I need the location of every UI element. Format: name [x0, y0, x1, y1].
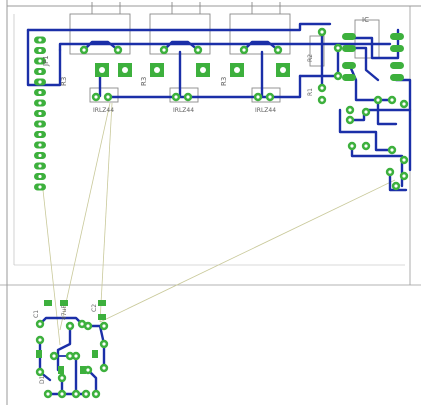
via-pad[interactable] [35, 335, 45, 345]
via-pad[interactable] [317, 27, 327, 37]
via-pad[interactable] [71, 351, 81, 361]
connector-pin[interactable] [34, 68, 46, 75]
via-pad[interactable] [391, 181, 401, 191]
via-pad[interactable] [361, 107, 371, 117]
via-pad[interactable] [361, 141, 371, 151]
via-pad[interactable] [253, 92, 263, 102]
via-pad[interactable] [49, 351, 59, 361]
via-pad[interactable] [99, 339, 109, 349]
via-pad[interactable] [35, 319, 45, 329]
via-pad[interactable] [373, 95, 383, 105]
via-pad[interactable] [399, 171, 409, 181]
connector-pin[interactable] [34, 99, 46, 107]
via-pad[interactable] [387, 145, 397, 155]
connector-pin[interactable] [34, 131, 46, 138]
via-pad[interactable] [57, 389, 67, 399]
connector-pin[interactable] [34, 183, 46, 191]
label-r3-mid: R3 [140, 77, 148, 86]
label-jp1: JP1 [42, 55, 50, 67]
connector-pin[interactable] [34, 89, 46, 96]
label-d1: D1 [39, 375, 46, 384]
connector-pin[interactable] [34, 173, 46, 180]
via-pad[interactable] [239, 45, 249, 55]
connector-pin[interactable] [34, 141, 46, 149]
label-r3-right: R3 [220, 77, 228, 86]
label-r2: R2 [307, 54, 314, 62]
ic-pads[interactable] [342, 33, 404, 81]
via-pad[interactable] [333, 71, 343, 81]
via-pad[interactable] [265, 92, 275, 102]
via-pad[interactable] [79, 45, 89, 55]
via-pad[interactable] [183, 92, 193, 102]
connector-jp1[interactable] [34, 36, 46, 191]
via-pad[interactable] [317, 83, 327, 93]
smd-pads[interactable] [36, 300, 106, 374]
via-pad[interactable] [71, 389, 81, 399]
via-pad[interactable] [35, 367, 45, 377]
label-r1: R1 [307, 88, 314, 96]
via-pad[interactable] [91, 389, 101, 399]
silkscreen-labels: IC JP1 R3 R3 R3 IRLZ44 IRLZ44 IRLZ44 R1 … [33, 16, 369, 384]
via-pad[interactable] [333, 43, 343, 53]
connector-pin[interactable] [34, 120, 46, 128]
via-pad[interactable] [399, 99, 409, 109]
label-ic: IC [362, 16, 369, 24]
connector-pin[interactable] [34, 162, 46, 170]
via-pad[interactable] [345, 105, 355, 115]
connector-pin[interactable] [34, 36, 46, 44]
traces-main [26, 22, 412, 192]
label-c1: C1 [33, 310, 40, 318]
via-pad[interactable] [57, 373, 67, 383]
label-q2: IRLZ44 [173, 107, 194, 114]
connector-pin[interactable] [34, 78, 46, 86]
via-pad[interactable] [99, 363, 109, 373]
connector-pin[interactable] [34, 110, 46, 117]
round-pads[interactable] [35, 27, 409, 399]
label-r3-left: R3 [60, 77, 68, 86]
label-cap-47uf: 47uF [61, 305, 68, 320]
label-q1: IRLZ44 [93, 107, 114, 114]
via-pad[interactable] [193, 45, 203, 55]
via-pad[interactable] [83, 321, 93, 331]
connector-pin[interactable] [34, 57, 46, 65]
via-pad[interactable] [43, 389, 53, 399]
via-pad[interactable] [65, 321, 75, 331]
connector-pin[interactable] [34, 47, 46, 54]
label-c2: C2 [91, 304, 98, 312]
mosfet-pads[interactable] [95, 63, 290, 77]
via-pad[interactable] [399, 155, 409, 165]
via-pad[interactable] [91, 92, 101, 102]
via-pad[interactable] [273, 45, 283, 55]
connector-pin[interactable] [34, 152, 46, 159]
via-pad[interactable] [171, 92, 181, 102]
via-pad[interactable] [317, 95, 327, 105]
airwires [42, 102, 396, 346]
via-pad[interactable] [113, 45, 123, 55]
via-pad[interactable] [103, 92, 113, 102]
via-pad[interactable] [385, 167, 395, 177]
via-pad[interactable] [347, 141, 357, 151]
via-pad[interactable] [387, 95, 397, 105]
label-q3: IRLZ44 [255, 107, 276, 114]
via-pad[interactable] [81, 389, 91, 399]
via-pad[interactable] [345, 115, 355, 125]
via-pad[interactable] [159, 45, 169, 55]
via-pad[interactable] [99, 321, 109, 331]
via-pad[interactable] [65, 351, 75, 361]
